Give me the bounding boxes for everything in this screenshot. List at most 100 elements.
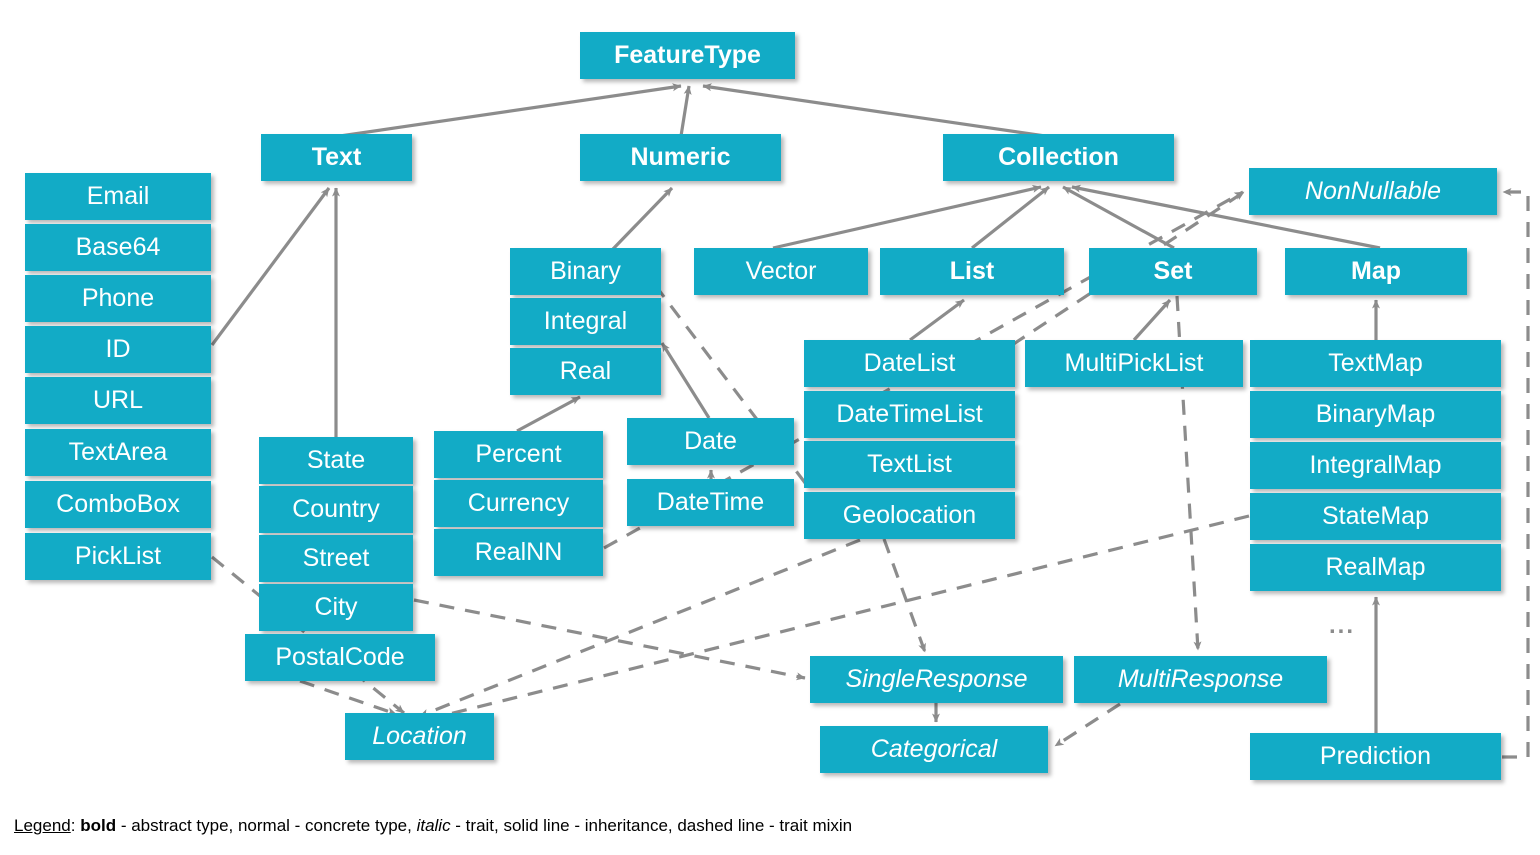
- edge-multipicklist-set: [1132, 298, 1172, 342]
- node-textlist[interactable]: TextList: [804, 441, 1015, 488]
- edge-text-featuretype: [339, 83, 682, 138]
- node-label: DateTimeList: [836, 400, 983, 428]
- node-label: PickList: [74, 542, 162, 570]
- node-label: TextArea: [68, 438, 168, 466]
- node-currency[interactable]: Currency: [434, 480, 603, 527]
- edge-city-singleresponse: [413, 598, 806, 681]
- node-label: TextList: [867, 450, 952, 478]
- edge-list-collection: [971, 185, 1050, 250]
- node-label: RealNN: [474, 538, 563, 566]
- node-label: DateTime: [656, 488, 765, 516]
- node-categorical[interactable]: Categorical: [820, 726, 1048, 773]
- node-label: Map: [1351, 257, 1401, 285]
- node-integralmap[interactable]: IntegralMap: [1250, 442, 1501, 489]
- node-label: PostalCode: [275, 643, 405, 671]
- node-realmap[interactable]: RealMap: [1250, 544, 1501, 591]
- node-text[interactable]: Text: [261, 134, 412, 181]
- node-statemap[interactable]: StateMap: [1250, 493, 1501, 540]
- node-label: DateList: [863, 349, 956, 377]
- legend-bold-description: - abstract type, normal - concrete type,: [116, 816, 417, 835]
- node-numeric[interactable]: Numeric: [580, 134, 781, 181]
- edge-multiresponse-categorical: [1054, 702, 1121, 748]
- node-label: Set: [1153, 257, 1193, 285]
- node-datetimelist[interactable]: DateTimeList: [804, 391, 1015, 438]
- node-phone[interactable]: Phone: [25, 275, 211, 322]
- node-label: Geolocation: [842, 501, 977, 529]
- node-date[interactable]: Date: [627, 418, 794, 465]
- node-binary[interactable]: Binary: [510, 248, 661, 295]
- node-label: List: [949, 257, 995, 285]
- node-city[interactable]: City: [259, 584, 413, 631]
- node-country[interactable]: Country: [259, 486, 413, 533]
- node-nonnullable[interactable]: NonNullable: [1249, 168, 1497, 215]
- edge-collection-featuretype: [702, 83, 1046, 138]
- node-label: IntegralMap: [1309, 451, 1442, 479]
- node-label: FeatureType: [614, 41, 761, 69]
- node-integral[interactable]: Integral: [510, 298, 661, 345]
- node-list[interactable]: List: [880, 248, 1064, 295]
- node-textarea[interactable]: TextArea: [25, 429, 211, 476]
- node-label: BinaryMap: [1315, 400, 1436, 428]
- node-label: Vector: [745, 257, 817, 285]
- node-label: Date: [684, 427, 737, 455]
- node-map[interactable]: Map: [1285, 248, 1467, 295]
- node-datelist[interactable]: DateList: [804, 340, 1015, 387]
- node-label: NonNullable: [1304, 177, 1442, 205]
- node-multipicklist[interactable]: MultiPickList: [1025, 340, 1243, 387]
- node-picklist[interactable]: PickList: [25, 533, 211, 580]
- node-label: City: [314, 593, 358, 621]
- edge-numeric-featuretype: [679, 85, 692, 137]
- node-base64[interactable]: Base64: [25, 224, 211, 271]
- node-url[interactable]: URL: [25, 377, 211, 424]
- node-collection[interactable]: Collection: [943, 134, 1174, 181]
- node-label: Email: [86, 182, 150, 210]
- node-combobox[interactable]: ComboBox: [25, 481, 211, 528]
- node-label: Phone: [81, 284, 155, 312]
- edge-vector-collection: [772, 184, 1042, 250]
- edge-id-text: [210, 187, 331, 346]
- node-label: Street: [302, 544, 370, 572]
- node-label: TextMap: [1328, 349, 1423, 377]
- node-percent[interactable]: Percent: [434, 431, 603, 478]
- edge-postalcode-location: [299, 679, 397, 716]
- node-label: Prediction: [1319, 742, 1432, 770]
- node-label: ID: [105, 335, 131, 363]
- node-datetime[interactable]: DateTime: [627, 479, 794, 526]
- node-binarymap[interactable]: BinaryMap: [1250, 391, 1501, 438]
- edge-set-collection: [1062, 185, 1175, 250]
- edge-prediction-nonnullable: [1502, 188, 1530, 759]
- node-geolocation[interactable]: Geolocation: [804, 492, 1015, 539]
- legend-italic-token: italic: [416, 816, 451, 835]
- node-label: State: [306, 446, 366, 474]
- node-label: StateMap: [1321, 502, 1429, 530]
- node-label: RealMap: [1325, 553, 1426, 581]
- node-featuretype[interactable]: FeatureType: [580, 32, 795, 79]
- node-location[interactable]: Location: [345, 713, 494, 760]
- more-map-types-ellipsis: ...: [1329, 612, 1356, 639]
- node-state[interactable]: State: [259, 437, 413, 484]
- node-label: SingleResponse: [845, 665, 1028, 693]
- node-realnn[interactable]: RealNN: [434, 529, 603, 576]
- node-multiresponse[interactable]: MultiResponse: [1074, 656, 1327, 703]
- node-textmap[interactable]: TextMap: [1250, 340, 1501, 387]
- edge-percent-real: [516, 395, 581, 433]
- node-label: Location: [372, 722, 467, 750]
- node-id[interactable]: ID: [25, 326, 211, 373]
- node-label: Numeric: [630, 143, 731, 171]
- node-real[interactable]: Real: [510, 348, 661, 395]
- node-email[interactable]: Email: [25, 173, 211, 220]
- node-label: Base64: [75, 233, 161, 261]
- node-label: Country: [292, 495, 380, 523]
- edge-date-integral: [660, 342, 711, 419]
- legend: Legend: bold - abstract type, normal - c…: [14, 816, 852, 836]
- edge-binary-numeric: [611, 186, 674, 251]
- node-vector[interactable]: Vector: [694, 248, 868, 295]
- node-postalcode[interactable]: PostalCode: [245, 634, 435, 681]
- node-singleresponse[interactable]: SingleResponse: [810, 656, 1063, 703]
- legend-italic-description: - trait, solid line - inheritance, dashe…: [450, 816, 853, 835]
- node-label: ComboBox: [56, 490, 180, 518]
- node-street[interactable]: Street: [259, 535, 413, 582]
- node-set[interactable]: Set: [1089, 248, 1257, 295]
- node-prediction[interactable]: Prediction: [1250, 733, 1501, 780]
